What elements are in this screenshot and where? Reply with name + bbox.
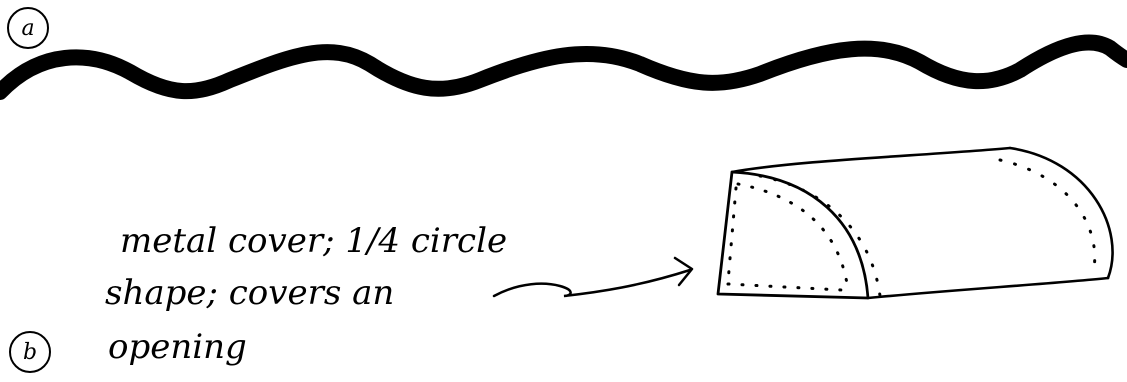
front-face-dotted-line [726,182,850,292]
back-curve-dotted-line [998,158,1097,270]
front-curve-dotted-line [758,174,882,298]
cover-back-curve [1008,146,1114,280]
pointer-arrow [492,256,694,298]
cover-label-line-2: shape; covers an [105,273,394,313]
cover-front-face [716,170,870,300]
quarter-circle-cover [716,146,1114,300]
panel-b-marker-letter: b [23,340,37,365]
arrow-head [673,256,694,287]
cover-bottom-edge [866,276,1110,300]
panel-b-marker: b [9,331,51,373]
cover-label-line-1: metal cover; 1/4 circle [120,221,507,261]
cover-label-line-3: opening [108,327,247,367]
panel-a-marker: a [7,7,49,49]
arrow-shaft [492,268,692,298]
cover-top-edge [730,146,1012,174]
panel-a-marker-circle [7,7,49,49]
panel-a-marker-letter: a [21,16,34,41]
wavy-line [0,34,1127,100]
cover-label: metal cover; 1/4 circle shape; covers an… [105,221,507,367]
panel-b-marker-circle [9,331,51,373]
